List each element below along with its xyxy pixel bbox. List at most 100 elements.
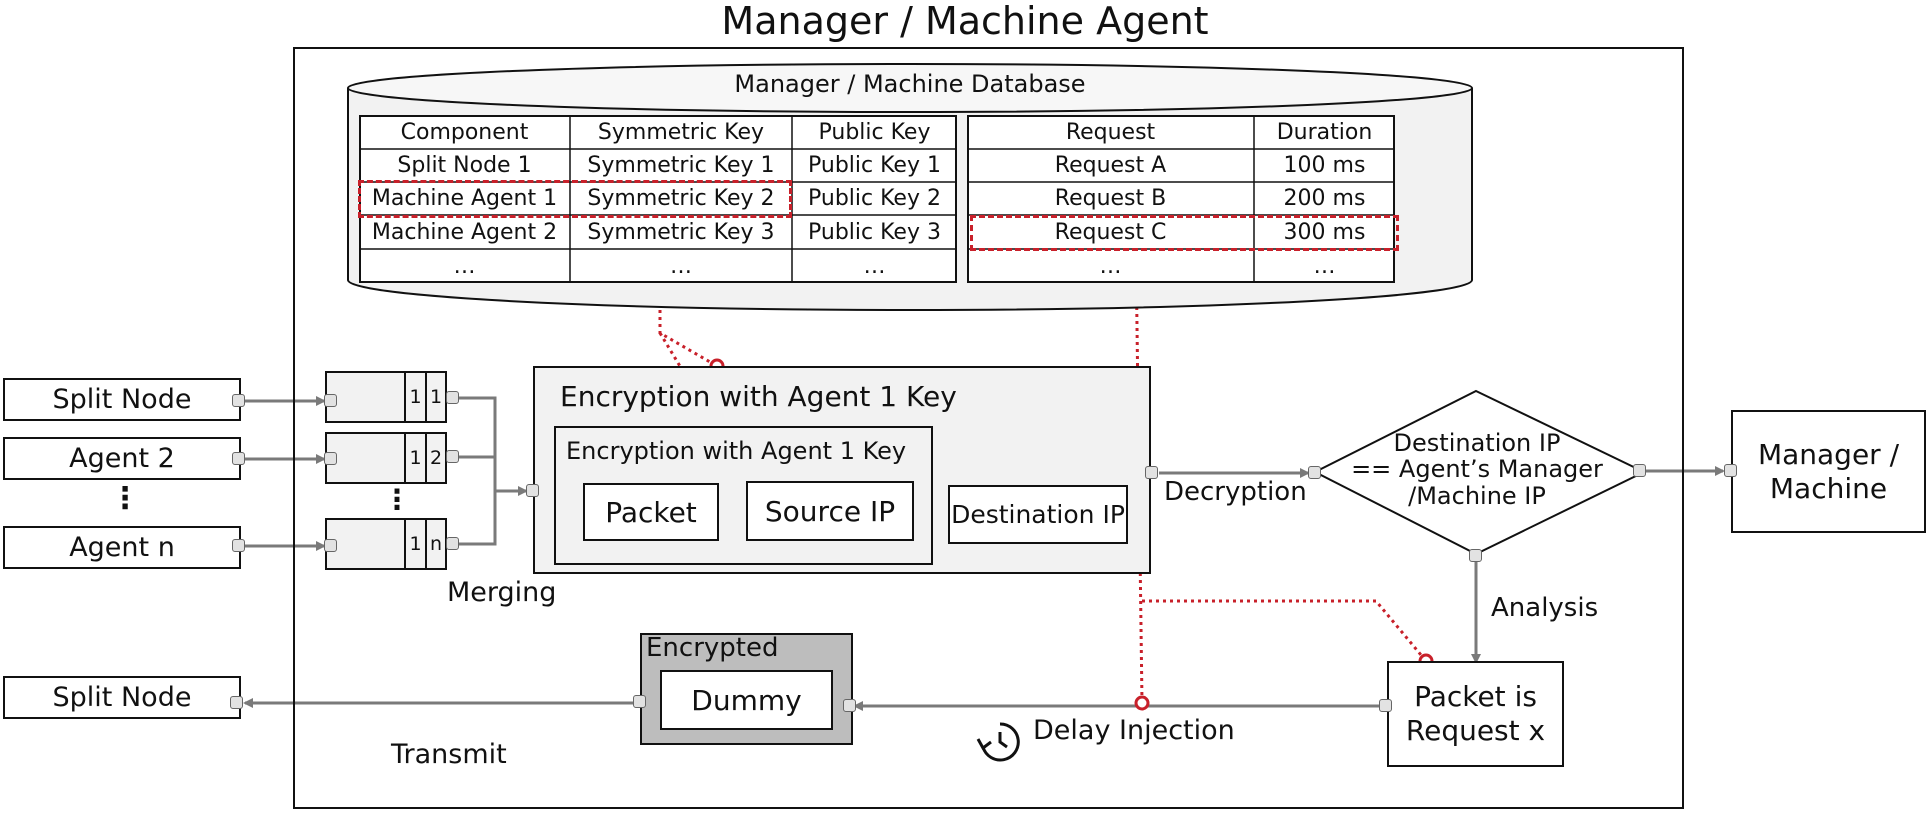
queue-cell: 1 [409,447,422,469]
key-cell: Machine Agent 2 [371,219,558,245]
request-header-request: Request [1065,119,1156,145]
port [446,391,459,404]
decision-line-1: Destination IP [1393,429,1561,457]
port [1379,699,1392,712]
input-ellipsis: ⋮ [110,481,140,516]
request-cell: Request B [1054,186,1167,211]
inner-encryption-label: Encryption with Agent 1 Key [566,437,907,465]
port [230,696,243,709]
input-agent-2: Agent 2 [3,437,241,480]
source-ip-box: Source IP [746,481,914,541]
key-cell: … [670,253,692,279]
database-title: Manager / Machine Database [734,70,1086,98]
key-cell: … [453,253,476,279]
key-cell: Public Key 3 [808,219,941,245]
key-row-highlight [358,180,792,218]
request-cell: … [1099,253,1122,279]
port [324,394,337,407]
port [1308,466,1321,479]
key-cell: Symmetric Key 1 [587,153,775,178]
queue-cell: 2 [429,447,443,469]
key-cell: Public Key 1 [808,153,941,178]
input-split-node-label: Split Node [52,384,192,415]
source-ip-label: Source IP [764,494,896,528]
port [1469,549,1482,562]
destination-ip-box: Destination IP [948,485,1128,544]
port [446,450,459,463]
input-agent-n: Agent n [3,526,241,569]
merge-line-3 [457,491,497,546]
decision-text: Destination IP == Agent’s Manager /Machi… [1332,429,1622,510]
key-cell: … [863,253,886,279]
request-cell: … [1313,253,1336,279]
agent-boundary [293,47,1684,809]
port [1633,464,1646,477]
queue-split-node: 1 1 [325,371,447,423]
transmit-label: Transmit [391,739,507,770]
queue-cell: n [429,533,443,555]
packet-box: Packet [583,483,719,541]
request-cell: Request C [1054,219,1167,245]
output-split-node: Split Node [3,676,241,719]
request-table: Request Duration Request A 100 ms Reques… [967,115,1399,283]
port [232,539,245,552]
queue-ellipsis: ⋮ [383,483,411,516]
port [843,699,856,712]
packet-request-line-1: Packet is [1414,680,1537,714]
merging-label: Merging [447,577,557,608]
request-cell: 200 ms [1283,186,1366,211]
key-header-symmetric: Symmetric Key [597,119,765,145]
analysis-label: Analysis [1491,593,1599,623]
decision-line-3: /Machine IP [1408,481,1546,510]
input-agent-2-label: Agent 2 [69,443,175,474]
dummy-box: Dummy [660,670,833,730]
port [232,394,245,407]
request-row-highlight [970,215,1399,251]
queue-agent-2: 1 2 [325,432,447,484]
packet-request-line-2: Request x [1405,714,1546,747]
key-cell: Machine Agent 1 [371,186,558,211]
key-header-public: Public Key [818,119,931,145]
encrypted-label: Encrypted [646,633,779,663]
port [526,484,539,497]
key-cell: Split Node 1 [397,153,532,178]
request-cell: 300 ms [1283,219,1366,245]
queue-agent-n: 1 n [325,518,447,570]
port [324,539,337,552]
decision-line-2: == Agent’s Manager [1351,455,1603,484]
request-cell: Request A [1054,153,1167,178]
request-link-packet [1142,599,1428,662]
key-header-component: Component [400,119,529,145]
request-cell: 100 ms [1283,153,1366,178]
queue-cell: 1 [429,386,443,408]
queue-cell: 1 [409,533,422,555]
input-split-node: Split Node [3,378,241,421]
merge-line-1 [457,396,497,491]
diagram-title: Manager / Machine Agent [721,0,1209,43]
port [446,537,459,550]
port [633,695,646,708]
packet-request-box: Packet is Request x [1387,661,1564,767]
packet-label: Packet [605,495,697,529]
manager-machine-line-2: Machine [1769,471,1888,505]
destination-ip-label: Destination IP [951,500,1125,529]
port [324,452,337,465]
input-agent-n-label: Agent n [69,532,175,563]
dummy-label: Dummy [691,683,802,717]
queue-cell: 1 [409,386,422,408]
key-cell: Symmetric Key 3 [587,219,775,245]
delay-injection-label: Delay Injection [1033,715,1235,746]
manager-machine-line-1: Manager / [1757,437,1900,471]
output-split-node-label: Split Node [52,682,192,713]
request-header-duration: Duration [1276,119,1373,145]
port [1145,466,1158,479]
timer-icon [976,722,1020,762]
key-cell: Symmetric Key 2 [587,186,775,211]
port [1724,464,1737,477]
port [232,452,245,465]
key-cell: Public Key 2 [808,186,941,211]
key-table: Component Symmetric Key Public Key Split… [358,115,957,283]
outer-encryption-label: Encryption with Agent 1 Key [560,380,957,413]
decryption-label: Decryption [1164,477,1307,507]
